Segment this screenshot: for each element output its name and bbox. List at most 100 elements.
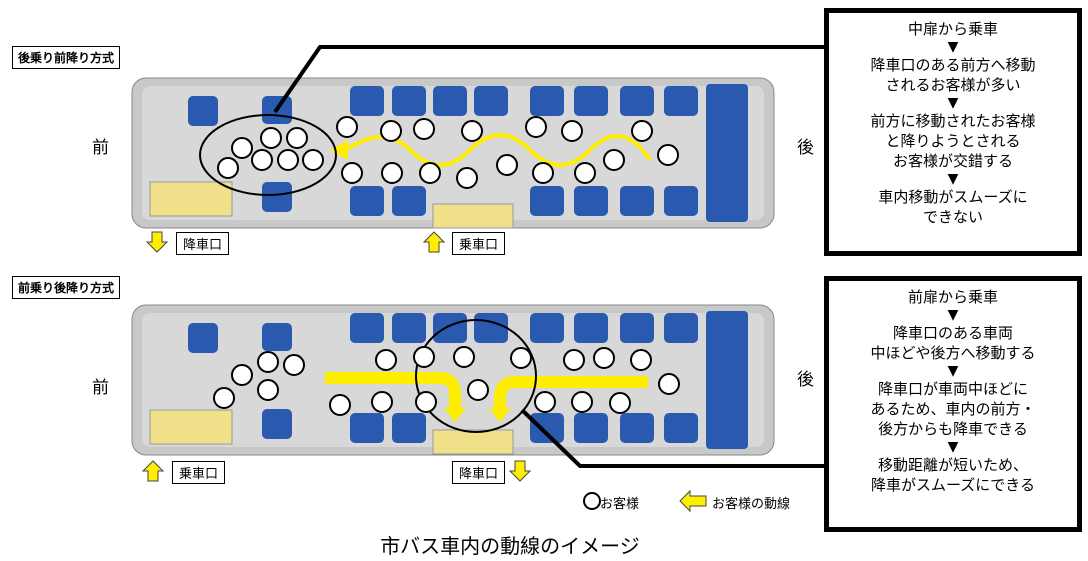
step: 前方に移動されたお客様 と降りようとされる お客様が交錯する — [870, 112, 1036, 170]
passenger-circle — [336, 116, 358, 138]
down-triangle-icon: ▼ — [947, 171, 959, 187]
passenger-circle — [571, 391, 593, 413]
passenger-circle — [283, 354, 305, 376]
passenger-circle — [532, 162, 554, 184]
seat — [350, 413, 384, 443]
seat — [474, 86, 508, 116]
seat — [392, 186, 426, 216]
top-explanation-box: 中扉から乗車 ▼ 降車口のある前方へ移動 されるお客様が多い ▼ 前方に移動され… — [824, 8, 1082, 256]
step: 移動距離が短いため、 降車がスムーズにできる — [871, 456, 1035, 494]
legend-passenger-icon — [583, 492, 601, 510]
passenger-circle — [413, 118, 435, 140]
bottom-explanation-box: 前扉から乗車 ▼ 降車口のある車両 中ほどや後方へ移動する ▼ 降車口が車両中ほ… — [824, 276, 1082, 532]
seat — [664, 413, 698, 443]
passenger-circle — [380, 120, 402, 142]
legend-passenger: お客様 — [600, 497, 640, 512]
passenger-circle — [657, 144, 679, 166]
passenger-circle — [341, 162, 363, 184]
bottom-entry-door-label: 乗車口 — [172, 461, 226, 484]
passenger-circle — [467, 379, 489, 401]
seat — [530, 313, 564, 343]
passenger-circle — [375, 349, 397, 371]
crowding-ellipse — [199, 114, 337, 196]
legend-flow: お客様の動線 — [712, 497, 791, 512]
passenger-circle — [213, 387, 235, 409]
passenger-circle — [371, 391, 393, 413]
seat — [474, 313, 508, 343]
seat — [433, 313, 467, 343]
flow-arrow-line — [494, 376, 648, 410]
seat — [574, 186, 608, 216]
passenger-circle — [231, 137, 253, 159]
passenger-circle — [658, 373, 680, 395]
seat — [664, 86, 698, 116]
flow-arrow-line — [343, 133, 652, 167]
passenger-circle — [257, 379, 279, 401]
step: 中扉から乗車 — [907, 20, 998, 38]
top-rear-label: 後 — [797, 138, 814, 158]
seat — [664, 186, 698, 216]
middle-door-area — [432, 203, 514, 229]
passenger-circle — [381, 162, 403, 184]
down-triangle-icon: ▼ — [947, 39, 959, 55]
step: 降車口が車両中ほどに あるため、車内の前方・ 後方からも降車できる — [870, 380, 1036, 438]
step: 車内移動がスムーズに できない — [878, 188, 1028, 226]
caption: 市バス車内の動線のイメージ — [380, 534, 640, 558]
passenger-circle — [510, 347, 532, 369]
seat — [262, 323, 292, 351]
passenger-circle — [257, 351, 279, 373]
flow-arrow-head — [330, 140, 348, 160]
bottom-exit-door-label: 降車口 — [452, 461, 506, 484]
rear-bench-seat — [706, 84, 748, 222]
seat — [574, 413, 608, 443]
passenger-circle — [413, 346, 435, 368]
passenger-circle — [563, 349, 585, 371]
passenger-circle — [631, 120, 653, 142]
top-front-label: 前 — [92, 138, 109, 158]
down-triangle-icon: ▼ — [947, 439, 959, 455]
passenger-circle — [496, 154, 518, 176]
bottom-front-label: 前 — [92, 378, 109, 398]
passenger-circle — [231, 364, 253, 386]
seat — [262, 182, 292, 212]
passenger-circle — [574, 162, 596, 184]
seat — [350, 186, 384, 216]
passenger-circle — [415, 391, 437, 413]
flow-arrow-head — [489, 408, 511, 422]
passenger-circle — [609, 392, 631, 414]
passenger-circle — [277, 149, 299, 171]
driver-seat — [188, 96, 218, 126]
front-door-area — [149, 181, 233, 217]
passenger-circle — [593, 347, 615, 369]
rear-bench-seat — [706, 311, 748, 449]
up-arrow-icon — [422, 231, 446, 253]
middle-door-area — [432, 429, 514, 455]
callout-line — [520, 408, 824, 468]
seat — [574, 86, 608, 116]
step: 前扉から乗車 — [907, 288, 998, 306]
front-door-area — [149, 409, 233, 445]
seat — [530, 186, 564, 216]
down-triangle-icon: ▼ — [947, 95, 959, 111]
passenger-circle — [461, 120, 483, 142]
bottom-method-label: 前乗り後降り方式 — [12, 276, 121, 299]
top-method-label: 後乗り前降り方式 — [12, 46, 121, 69]
callout-line — [273, 45, 824, 114]
seat — [392, 86, 426, 116]
down-arrow-icon — [145, 231, 169, 253]
legend-flow-arrow-icon — [679, 489, 707, 513]
passenger-circle — [525, 116, 547, 138]
seat — [530, 86, 564, 116]
seat — [620, 413, 654, 443]
seat — [574, 313, 608, 343]
passenger-circle — [419, 162, 441, 184]
passenger-circle — [260, 127, 282, 149]
seat — [392, 313, 426, 343]
seat — [620, 86, 654, 116]
passenger-circle — [286, 127, 308, 149]
passenger-circle — [561, 120, 583, 142]
passenger-circle — [251, 149, 273, 171]
down-triangle-icon: ▼ — [947, 307, 959, 323]
seat — [350, 86, 384, 116]
